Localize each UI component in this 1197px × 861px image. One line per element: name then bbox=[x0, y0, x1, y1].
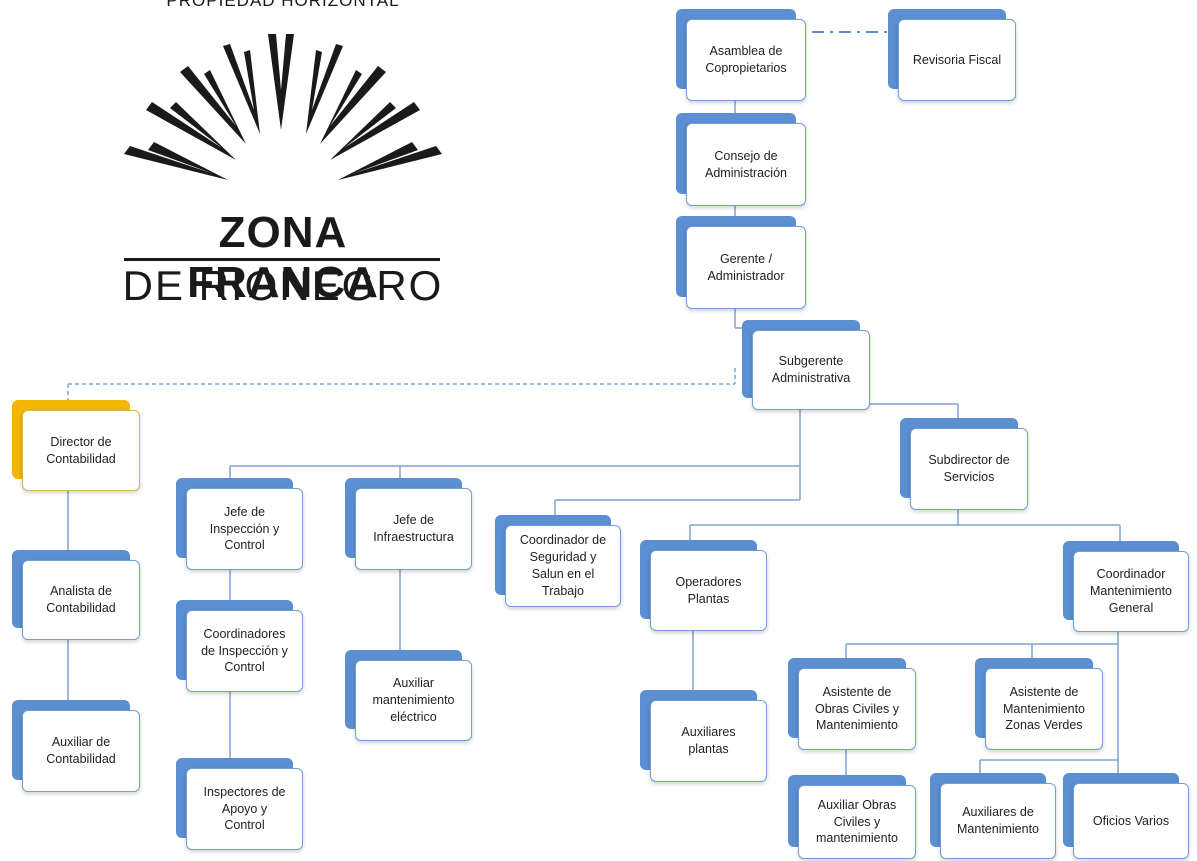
node-label: Revisoria Fiscal bbox=[912, 52, 1002, 67]
node-label: Asamblea de Copropietarios bbox=[705, 44, 787, 75]
logo-rule bbox=[124, 258, 440, 261]
node-label: Jefe de Infraestructura bbox=[373, 513, 454, 544]
logo-caption: PROPIEDAD HORIZONTAL bbox=[166, 0, 400, 10]
logo-line1: ZONA FRANCA bbox=[187, 208, 379, 307]
node-operadores[interactable]: Operadores Plantas bbox=[640, 540, 767, 631]
company-logo: PROPIEDAD HORIZONTAL ZONA FRANCA DE RION… bbox=[118, 0, 448, 309]
node-label: Coordinador de Seguridad y Salun en el T… bbox=[519, 533, 607, 598]
node-label: Consejo de Administración bbox=[705, 148, 787, 180]
node-label: Auxiliar de Contabilidad bbox=[46, 735, 116, 766]
node-label: Inspectores de Apoyo y Control bbox=[203, 784, 286, 833]
node-label: Coordinadores de Inspección y Control bbox=[201, 626, 288, 675]
node-label: Subdirector de Servicios bbox=[928, 453, 1010, 484]
node-aux-electrico[interactable]: Auxiliar mantenimiento eléctrico bbox=[345, 650, 472, 741]
node-oficios[interactable]: Oficios Varios bbox=[1063, 773, 1189, 859]
node-director-contabilidad[interactable]: Director de Contabilidad bbox=[12, 400, 140, 491]
node-jefe-infraestructura[interactable]: Jefe de Infraestructura bbox=[345, 478, 472, 570]
node-label: Auxiliar mantenimiento eléctrico bbox=[372, 676, 455, 724]
node-label: Jefe de Inspección y Control bbox=[209, 504, 280, 553]
node-aux-mantenimiento[interactable]: Auxiliares de Mantenimiento bbox=[930, 773, 1056, 859]
logo-line2: DE RIONEGRO bbox=[122, 262, 444, 309]
node-asamblea[interactable]: Asamblea de Copropietarios bbox=[676, 9, 806, 101]
node-coord-inspeccion[interactable]: Coordinadores de Inspección y Control bbox=[176, 600, 303, 692]
node-label: Auxiliares plantas bbox=[681, 725, 736, 756]
node-label: Asistente de Obras Civiles y Mantenimien… bbox=[814, 684, 900, 733]
node-label: Gerente / Administrador bbox=[707, 251, 785, 283]
node-label: Analista de Contabilidad bbox=[46, 584, 116, 615]
node-label: Subgerente Administrativa bbox=[771, 354, 851, 385]
node-coord-seguridad[interactable]: Coordinador de Seguridad y Salun en el T… bbox=[495, 515, 621, 607]
node-label: Operadores Plantas bbox=[675, 574, 742, 606]
node-aux-obras[interactable]: Auxiliar Obras Civiles y mantenimiento bbox=[788, 775, 916, 859]
node-label: Auxiliar Obras Civiles y mantenimiento bbox=[816, 797, 898, 846]
node-asistente-obras[interactable]: Asistente de Obras Civiles y Mantenimien… bbox=[788, 658, 916, 750]
node-consejo[interactable]: Consejo de Administración bbox=[676, 113, 806, 206]
node-label: Coordinador Mantenimiento General bbox=[1090, 567, 1172, 615]
node-aux-plantas[interactable]: Auxiliares plantas bbox=[640, 690, 767, 782]
node-subgerente[interactable]: Subgerente Administrativa bbox=[742, 320, 870, 410]
node-analista[interactable]: Analista de Contabilidad bbox=[12, 550, 140, 640]
node-coord-mantenimiento[interactable]: Coordinador Mantenimiento General bbox=[1063, 541, 1189, 632]
node-inspectores[interactable]: Inspectores de Apoyo y Control bbox=[176, 758, 303, 850]
node-auxiliar-contabilidad[interactable]: Auxiliar de Contabilidad bbox=[12, 700, 140, 792]
node-jefe-inspeccion[interactable]: Jefe de Inspección y Control bbox=[176, 478, 303, 570]
node-label: Director de Contabilidad bbox=[46, 434, 116, 466]
node-label: Auxiliares de Mantenimiento bbox=[957, 805, 1039, 836]
sunburst-logo-icon bbox=[124, 34, 442, 180]
node-label: Asistente de Mantenimiento Zonas Verdes bbox=[1003, 684, 1085, 733]
node-revisoria[interactable]: Revisoria Fiscal bbox=[888, 9, 1016, 101]
node-label: Oficios Varios bbox=[1092, 813, 1170, 828]
node-asistente-zonas[interactable]: Asistente de Mantenimiento Zonas Verdes bbox=[975, 658, 1103, 750]
node-gerente[interactable]: Gerente / Administrador bbox=[676, 216, 806, 309]
node-subdirector[interactable]: Subdirector de Servicios bbox=[900, 418, 1028, 510]
